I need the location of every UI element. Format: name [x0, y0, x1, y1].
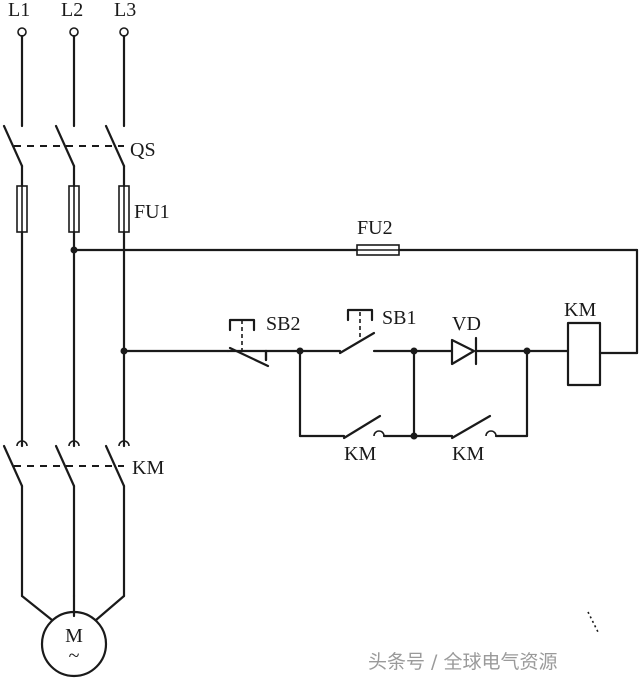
- isolating-switch-qs: QS: [2, 124, 156, 168]
- watermark-text: 头条号 / 全球电气资源: [368, 651, 557, 673]
- km-contact-1-label: KM: [344, 443, 376, 465]
- coil-label: KM: [564, 299, 596, 321]
- main-contactor-km: KM: [2, 440, 164, 488]
- watermark: 头条号 / 全球电气资源: [368, 611, 599, 673]
- motor-label: M: [65, 625, 83, 647]
- holding-contacts: KM KM: [298, 349, 529, 465]
- diode-vd: VD: [450, 313, 481, 366]
- start-button-sb1: SB1: [338, 307, 416, 355]
- stop-button-sb2: SB2: [226, 313, 300, 368]
- fuses-fu1: FU1: [16, 185, 170, 233]
- terminal-l2: [69, 27, 79, 37]
- sb2-label: SB2: [266, 313, 300, 335]
- contactor-coil-km: KM: [564, 299, 602, 387]
- terminal-l3: [119, 27, 129, 37]
- terminal-l1: [17, 27, 27, 37]
- motor: M ~: [20, 594, 126, 678]
- fu2-label: FU2: [357, 217, 393, 239]
- motor-symbol: ~: [69, 645, 80, 667]
- terminals: L1 L2 L3: [8, 0, 136, 37]
- km-contact-2-label: KM: [452, 443, 484, 465]
- terminal-label-l1: L1: [8, 0, 30, 21]
- terminal-label-l3: L3: [114, 0, 136, 21]
- control-top-rail: FU2: [70, 217, 639, 355]
- qs-label: QS: [130, 139, 156, 161]
- terminal-label-l2: L2: [61, 0, 83, 21]
- vd-label: VD: [452, 313, 481, 335]
- km-main-label: KM: [132, 457, 164, 479]
- control-main-line: SB2 SB1 VD KM: [120, 299, 602, 387]
- sb1-label: SB1: [382, 307, 416, 329]
- phase-wires: [20, 34, 126, 598]
- fu1-label: FU1: [134, 201, 170, 223]
